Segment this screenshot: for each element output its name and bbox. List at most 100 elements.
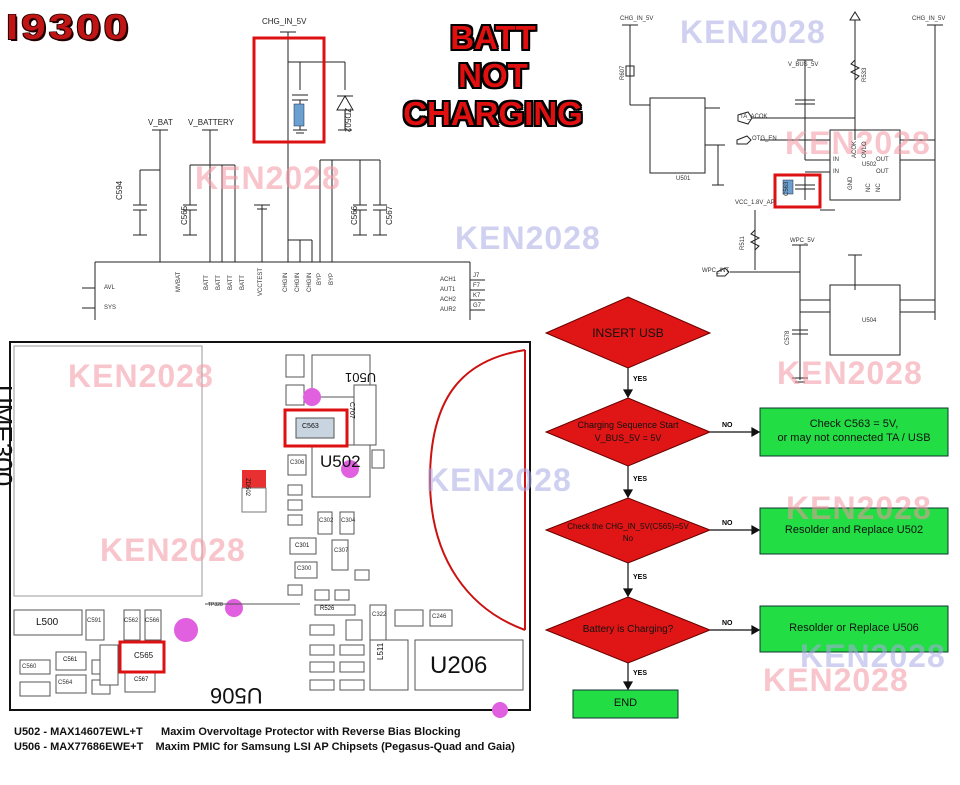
pin-number-right: K7 — [473, 293, 481, 299]
left-schematic — [82, 31, 485, 320]
pcb-c707: C707 — [348, 402, 355, 419]
pin-label: BATT — [204, 275, 210, 290]
pcb-c567: C567 — [134, 677, 149, 683]
banner-line3: CHARGING — [403, 95, 583, 132]
pcb-small-label: C564 — [58, 680, 73, 686]
flow-step4: Battery is Charging? — [582, 624, 674, 635]
pin-label: BYP — [317, 272, 323, 285]
net-v-battery: V_BATTERY — [188, 118, 234, 127]
pcb-small-label: C300 — [297, 566, 312, 572]
pcb-r526: R526 — [320, 606, 335, 612]
ic-pin-right: OUT — [876, 157, 889, 163]
label-r533: R533 — [862, 67, 868, 82]
label-u502: U502 — [862, 162, 877, 168]
net-chg-in-a: CHG_IN_5V — [620, 16, 654, 22]
pin-label: CHGIN — [283, 272, 289, 292]
watermark: KEN2028 — [777, 355, 923, 391]
pin-number-right: J7 — [473, 273, 480, 279]
c565-highlight-box — [252, 36, 326, 144]
flow-step3-line1: Check the CHG_IN_5V(C565)=5V — [567, 522, 689, 531]
ic-pin-left: IN — [833, 157, 839, 163]
watermark: KEN2028 — [68, 358, 214, 394]
c563-highlight-box — [773, 173, 822, 209]
label-r511: R511 — [740, 236, 746, 250]
pcb-small-label: C307 — [334, 548, 349, 554]
pcb-small-label: C304 — [341, 518, 356, 524]
pcb-small-label: C306 — [290, 460, 305, 466]
watermark: KEN2028 — [763, 662, 909, 698]
flow-step3-line2: No — [622, 534, 634, 543]
net-ta-acok: TA_ACOK — [740, 114, 768, 120]
watermark: KEN2028 — [100, 532, 246, 568]
flow-no-label: NO — [722, 422, 733, 429]
pcb-small-label: C560 — [22, 664, 37, 670]
label-zd502: ZD502 — [343, 108, 352, 133]
ic-pin-right: OUT — [876, 169, 889, 175]
pin-label: BATT — [240, 275, 246, 290]
ic-pin-left: GND — [848, 176, 854, 190]
flowchart — [544, 296, 949, 719]
net-otg-en: OTG_EN — [752, 136, 777, 142]
net-vcc: VCC_1.8V_AP — [735, 200, 775, 206]
pcb-c561: C561 — [63, 657, 78, 663]
pcb-l500: L500 — [36, 617, 59, 628]
ic-pin-right: OVLO — [862, 141, 868, 158]
pcb-small-label: C591 — [87, 618, 102, 624]
footer-desc-u506: Maxim PMIC for Samsung LSI AP Chipsets (… — [155, 741, 515, 753]
flow-box1-line1: Check C563 = 5V, — [809, 418, 899, 430]
flow-yes-label: YES — [633, 476, 648, 483]
watermark: KEN2028 — [785, 125, 931, 161]
pcb-u501: U501 — [345, 370, 377, 385]
pin-label-right: AUT1 — [440, 287, 456, 293]
pin-label: VCCTEST — [258, 267, 264, 296]
flow-box1-line2: or may not connected TA / USB — [777, 432, 931, 444]
label-c566: C566 — [350, 205, 359, 225]
flow-no-label: NO — [722, 620, 733, 627]
net-v-bat: V_BAT — [148, 118, 173, 127]
pcb-l511: L511 — [376, 642, 385, 660]
pin-number-right: G7 — [473, 303, 482, 309]
pcb-u502: U502 — [320, 452, 361, 471]
pcb-small-label: C566 — [145, 618, 160, 624]
pcb-c563: C563 — [302, 423, 319, 430]
label-c565: C565 — [180, 205, 189, 225]
ic-pin-right: NC — [866, 183, 872, 192]
flow-no-label: NO — [722, 520, 733, 527]
watermark: KEN2028 — [800, 638, 946, 674]
pcb-ume300: UME300 — [0, 385, 18, 487]
pin-label-right: AUR2 — [440, 307, 457, 313]
flow-yes-label: YES — [633, 670, 648, 677]
label-c578: C578 — [785, 330, 791, 345]
label-u501: U501 — [676, 176, 691, 182]
ic-pin-left: IN — [833, 169, 839, 175]
label-r607: R607 — [620, 65, 626, 80]
footer-part-u506: U506 - MAX77686EWE+T — [14, 741, 144, 753]
c565-cap-marker — [293, 103, 305, 127]
pcb-zd502: ZD502 — [244, 478, 250, 497]
pcb-tp328: TP328 — [208, 602, 223, 608]
footer-part-u502: U502 - MAX14607EWL+T — [14, 726, 143, 738]
pcb-layout — [9, 341, 531, 718]
pcb-u506: U506 — [210, 683, 263, 708]
net-wpc: WPC_5V — [790, 238, 815, 244]
pin-label: MVBAT — [176, 271, 182, 292]
page-title: I9300 — [6, 8, 132, 48]
flow-yes-label: YES — [633, 574, 648, 581]
label-u504: U504 — [862, 318, 877, 324]
watermark: KEN2028 — [195, 160, 341, 196]
pcb-small-label: C246 — [432, 614, 447, 620]
otg-en-port — [736, 135, 752, 145]
label-c563: C563 — [784, 181, 790, 196]
pin-label: BATT — [228, 275, 234, 290]
pcb-small-label: C562 — [124, 618, 139, 624]
pin-number-right: F7 — [473, 283, 481, 289]
watermark: KEN2028 — [680, 14, 826, 50]
banner-line1: BATT — [450, 19, 536, 56]
ic-pin-right: NC — [876, 183, 882, 192]
wpc-int-port — [716, 267, 730, 277]
flow-end: END — [613, 697, 638, 709]
ic-pin-right: ACOK — [852, 140, 858, 158]
pin-label: CHGIN — [295, 272, 301, 292]
pin-label-right: ACH1 — [440, 277, 457, 283]
